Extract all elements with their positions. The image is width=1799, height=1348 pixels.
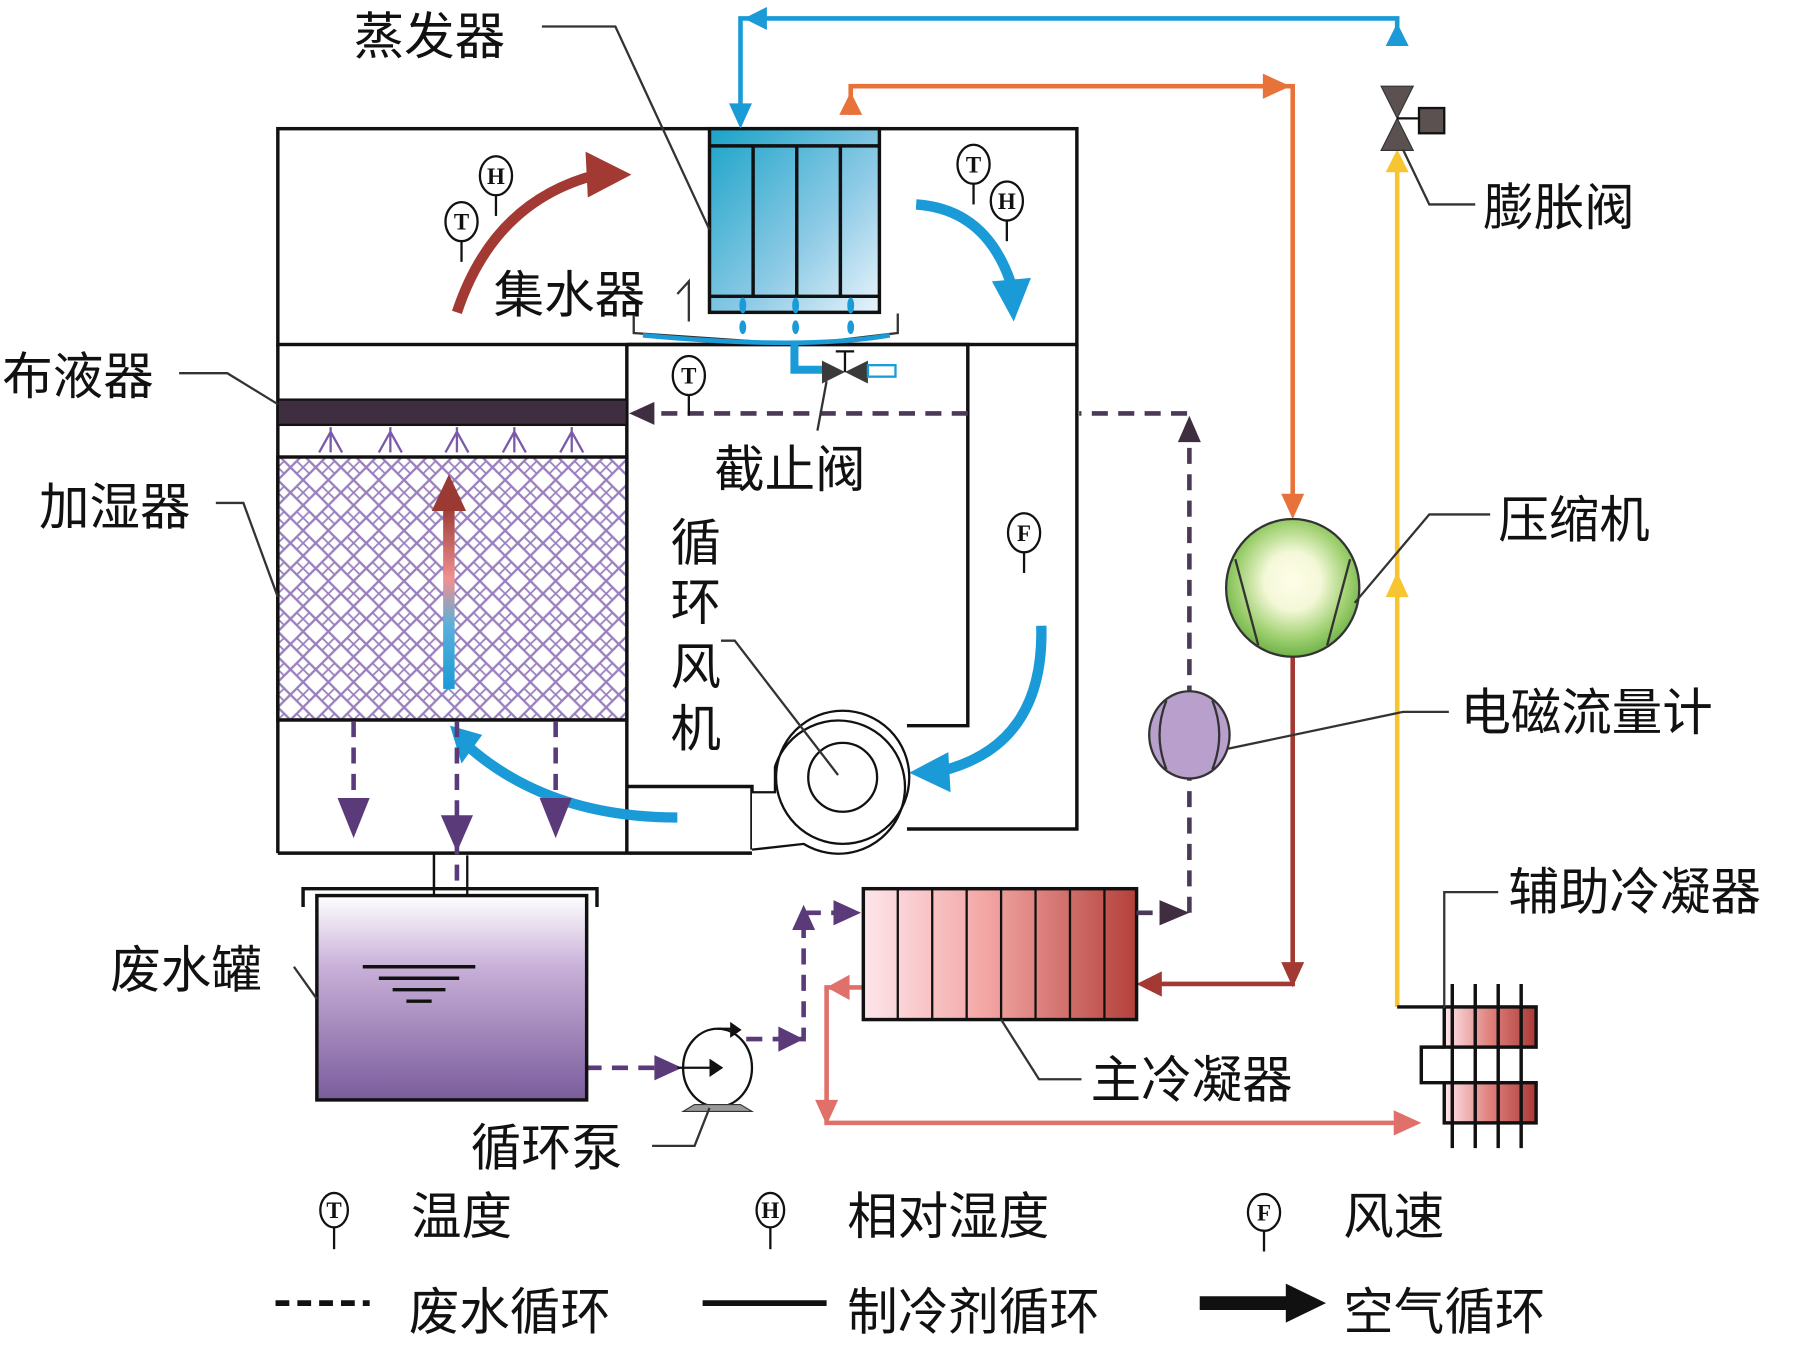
leader-circulation-pump <box>652 1107 711 1147</box>
legend-symbol: T <box>326 1198 341 1223</box>
legend-symbol: F <box>1257 1200 1271 1225</box>
sensor-t-1: T <box>444 201 479 262</box>
leader-main-condenser <box>1000 1018 1082 1081</box>
aux-condenser <box>1397 983 1538 1149</box>
legend-humidity: H 相对湿度 <box>755 1187 1049 1250</box>
legend-arrowhead <box>1285 1283 1327 1323</box>
sensor-f-1: F <box>1006 512 1042 573</box>
label-aux-condenser: 辅助冷凝器 <box>1509 862 1762 921</box>
legend-label: 风速 <box>1343 1187 1444 1246</box>
legend-symbol: H <box>761 1198 779 1223</box>
air-up-arrow <box>431 474 467 689</box>
legend-label: 相对湿度 <box>847 1187 1049 1246</box>
label-main-condenser: 主冷凝器 <box>1091 1051 1293 1110</box>
sensor-letter: H <box>487 164 505 189</box>
outer-duct <box>906 344 1079 831</box>
expansion-valve <box>1380 85 1446 152</box>
legend-air: 空气循环 <box>1199 1283 1545 1342</box>
sensor-h-2: H <box>989 180 1025 242</box>
label-expansion-valve: 膨胀阀 <box>1483 178 1635 237</box>
label-water-collector: 集水器 <box>494 265 646 324</box>
legend-label: 空气循环 <box>1343 1283 1545 1342</box>
air-arrow-fan-in-head <box>909 752 951 793</box>
air-arrow-fan-out <box>467 744 678 823</box>
leader-liquid-distributor <box>179 372 279 406</box>
label-fan-char: 风 <box>670 637 721 696</box>
legend-airspeed: F 风速 <box>1246 1187 1444 1252</box>
legend-temperature: T 温度 <box>319 1187 512 1250</box>
air-arrow-hot <box>452 169 599 314</box>
air-arrow-fan-in <box>937 625 1047 777</box>
legend-label: 废水循环 <box>409 1283 611 1342</box>
leader-waste-tank <box>292 966 318 1000</box>
air-arrow-cold-head <box>991 277 1031 322</box>
label-circulation-pump: 循环泵 <box>471 1118 623 1177</box>
sensor-t-2: T <box>956 143 991 205</box>
compressor <box>1224 517 1361 658</box>
label-fan-char: 环 <box>670 573 721 632</box>
legend-refrigerant: 制冷剂循环 <box>702 1283 1100 1342</box>
label-evaporator: 蒸发器 <box>354 7 505 66</box>
label-waste-tank: 废水罐 <box>110 940 262 999</box>
main-condenser <box>861 886 1139 1022</box>
sensor-letter: H <box>998 189 1016 214</box>
evaporator <box>707 126 882 315</box>
refrigerant-loop <box>729 6 1422 1136</box>
air-arrow-cold <box>915 199 1016 284</box>
label-circulation-fan: 循 环 风 机 <box>670 513 721 758</box>
label-em-flowmeter: 电磁流量计 <box>1460 683 1713 742</box>
leader-humidifier <box>215 501 279 598</box>
label-compressor: 压缩机 <box>1498 490 1650 549</box>
spray-nozzles <box>318 427 585 453</box>
circulation-fan <box>751 709 911 855</box>
sensor-letter: T <box>681 364 696 389</box>
leader-compressor <box>1353 513 1491 604</box>
water-collector <box>632 297 899 374</box>
stop-valve <box>822 350 897 384</box>
leader-em-flowmeter <box>1228 710 1449 750</box>
sensor-t-3: T <box>671 354 707 416</box>
label-fan-char: 循 <box>670 513 721 572</box>
leader-expansion-valve <box>1401 148 1476 206</box>
air-arrow-hot-head <box>585 151 632 198</box>
leader-stop-valve <box>816 381 828 431</box>
sensor-h-1: H <box>478 155 514 216</box>
leader-evaporator <box>541 25 711 231</box>
label-fan-char: 机 <box>670 699 721 758</box>
label-liquid-distributor: 布液器 <box>2 347 154 406</box>
sensor-letter: T <box>454 210 469 235</box>
em-flowmeter <box>1148 690 1231 780</box>
legend-wastewater: 废水循环 <box>275 1283 611 1342</box>
sensor-letter: T <box>966 152 981 177</box>
waste-tank <box>301 853 599 1102</box>
liquid-distributor <box>276 398 628 427</box>
label-stop-valve: 截止阀 <box>714 440 865 499</box>
wastewater-arrowheads <box>337 401 1201 1081</box>
circulation-pump <box>677 1021 755 1112</box>
legend-label: 制冷剂循环 <box>847 1283 1100 1342</box>
leader-water-collector <box>676 278 690 322</box>
legend-label: 温度 <box>411 1187 512 1246</box>
legend: T 温度 H 相对湿度 F 风速 废水循环 制冷剂循环 空气循环 <box>275 1187 1545 1342</box>
leader-aux-condenser <box>1443 890 1499 1009</box>
sensor-letter: F <box>1017 521 1031 546</box>
leader-circulation-fan <box>720 639 839 776</box>
label-humidifier: 加湿器 <box>39 478 191 537</box>
